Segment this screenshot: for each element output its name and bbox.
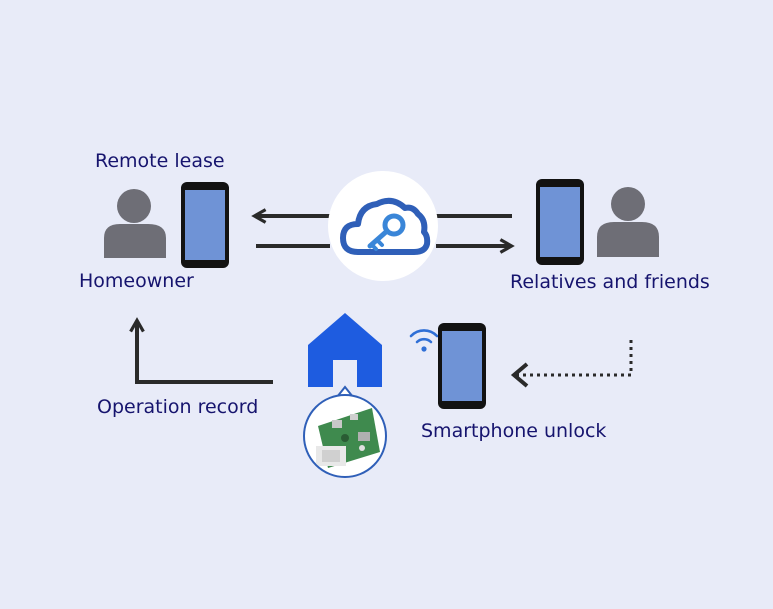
cloud-key-icon [328, 171, 438, 281]
unlock-phone-icon [438, 323, 486, 409]
operation-record-arrow [129, 317, 273, 384]
label-homeowner: Homeowner [79, 270, 194, 292]
key-icon [367, 213, 406, 251]
relatives-person-icon [597, 187, 659, 257]
homeowner-person-icon [104, 189, 166, 258]
circuit-board-bubble [303, 385, 387, 478]
homeowner-phone-icon [181, 182, 229, 268]
label-relatives-and-friends: Relatives and friends [510, 271, 710, 293]
relatives-phone-icon [536, 179, 584, 265]
wifi-icon [409, 329, 439, 352]
label-smartphone-unlock: Smartphone unlock [421, 420, 607, 442]
dotted-unlock-arrow [510, 340, 633, 388]
house-icon [308, 313, 382, 387]
label-operation-record: Operation record [97, 396, 259, 418]
label-remote-lease: Remote lease [95, 150, 225, 172]
circuit-board-image [316, 408, 380, 468]
